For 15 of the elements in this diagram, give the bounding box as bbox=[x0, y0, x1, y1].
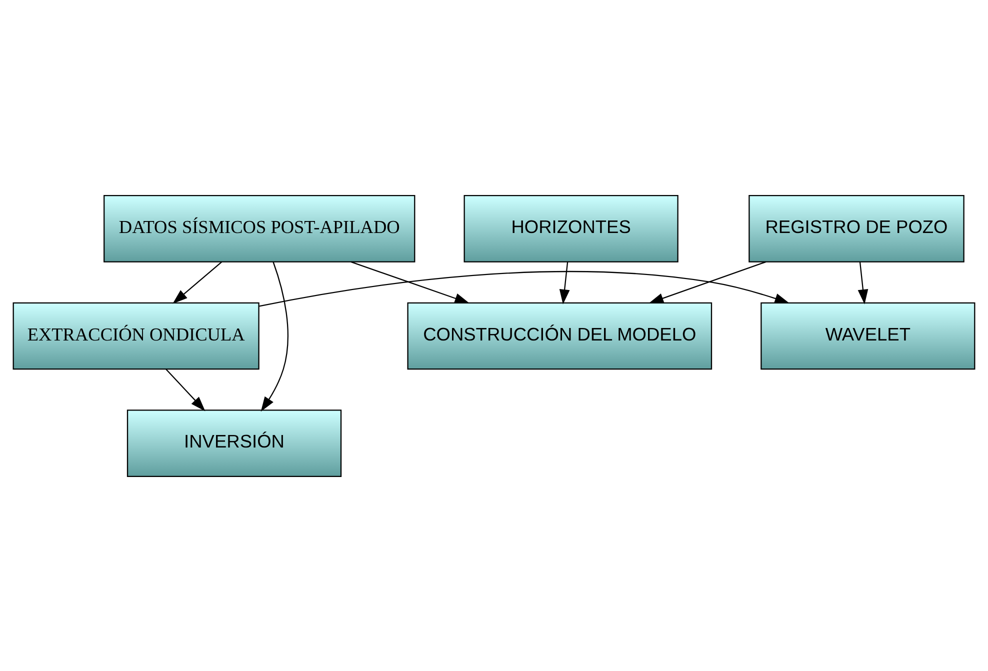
node-box: HORIZONTES bbox=[464, 194, 678, 262]
arrow bbox=[259, 270, 790, 306]
arrow bbox=[858, 261, 868, 304]
arrow bbox=[559, 261, 570, 304]
arrow bbox=[172, 260, 222, 304]
arrow bbox=[166, 368, 206, 411]
node-box: INVERSIÓN bbox=[126, 409, 342, 476]
arrow bbox=[350, 260, 470, 303]
node-box: CONSTRUCCIÓN DEL MODELO bbox=[407, 302, 712, 370]
node-box: REGISTRO DE POZO bbox=[748, 194, 964, 262]
node-box: EXTRACCIÓN ONDICULA bbox=[12, 302, 260, 370]
arrow bbox=[260, 261, 288, 412]
node-box: WAVELET bbox=[760, 302, 976, 370]
arrow bbox=[648, 260, 766, 303]
node-box: DATOS SÍSMICOS POST-APILADO bbox=[104, 194, 416, 262]
